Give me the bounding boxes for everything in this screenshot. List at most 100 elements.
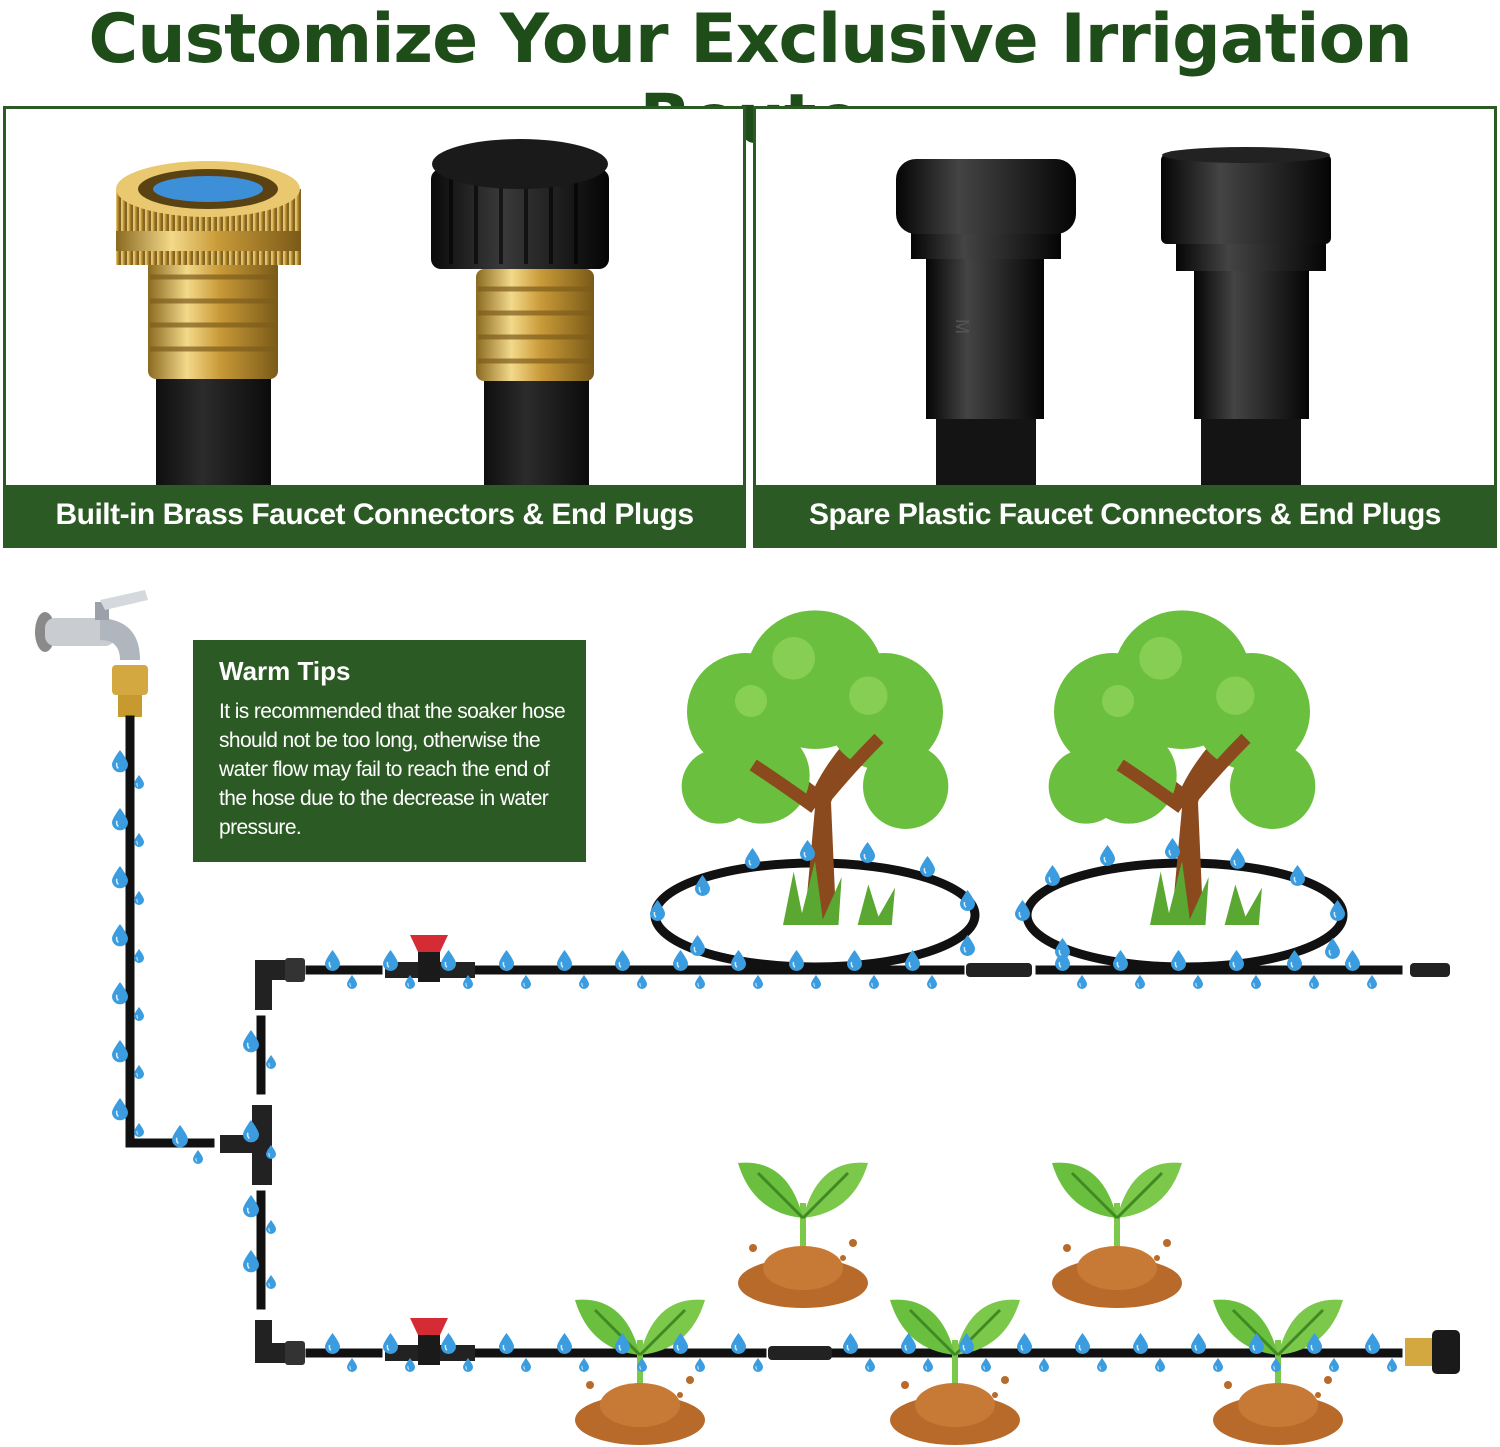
faucet-icon [35,590,148,717]
water-drop-icon [172,1125,188,1148]
water-drop-icon [579,975,589,989]
water-drop-icon [1229,950,1244,971]
water-drop-icon [1133,1333,1148,1354]
water-drop-icon [1100,845,1115,866]
brass-connectors-photo [116,139,609,489]
end-cap-icon [1405,1330,1460,1374]
water-drop-icon [1365,1333,1380,1354]
water-drop-icon [266,1275,276,1289]
water-drop-icon [325,950,340,971]
plastic-connectors-panel: M Spare Plastic Faucet Connectors & End … [753,106,1497,548]
water-drop-icon [869,975,879,989]
water-drop-icon [1097,1358,1107,1372]
water-drop-icon [1193,975,1203,989]
water-drop-icon [1290,865,1305,886]
water-drop-icon [1367,975,1377,989]
water-drop-icon [745,848,760,869]
water-drop-icon [499,1333,514,1354]
water-drop-icon [690,935,705,956]
water-drop-icon [1230,848,1245,869]
water-drop-icon [637,975,647,989]
water-drop-icon [441,1333,456,1354]
water-drop-icon [847,950,862,971]
water-drop-icon [1191,1333,1206,1354]
water-drop-icon [1039,1358,1049,1372]
brass-connectors-panel: Built-in Brass Faucet Connectors & End P… [3,106,746,548]
warm-tips-text: It is recommended that the soaker hose s… [219,700,566,839]
water-drop-icon [923,1358,933,1372]
tee-connector-icon [220,1105,272,1185]
valve-icon [385,935,475,982]
water-drop-icon [695,1358,705,1372]
page-title: Customize Your Exclusive Irrigation Rout… [88,0,1412,159]
water-drop-icon [383,1333,398,1354]
elbow-connector-icon [255,958,305,1365]
water-drop-icon [1045,865,1060,886]
water-drop-icon [266,1220,276,1234]
water-drop-icon [731,950,746,971]
water-drop-icon [557,1333,572,1354]
water-drop-icon [1251,975,1261,989]
water-drop-icon [193,1150,203,1164]
panel-caption-plastic: Spare Plastic Faucet Connectors & End Pl… [756,485,1494,545]
water-drop-icon [557,950,572,971]
water-drop-icon [134,1007,144,1021]
valve-icon [385,1318,475,1365]
warm-tips-title: Warm Tips [219,656,351,686]
water-drop-icon [753,1358,763,1372]
water-drop-icon [1155,1358,1165,1372]
water-drop-icon [1135,975,1145,989]
water-drop-icon [1075,1333,1090,1354]
warm-tips-box: Warm Tips It is recommended that the soa… [193,640,586,862]
water-drop-icon [789,950,804,971]
plastic-faucet-connector-icon [1161,147,1331,489]
water-drop-icon [1329,1358,1339,1372]
water-drop-icon [1165,838,1180,859]
water-drop-icon [695,975,705,989]
water-drop-icon [753,975,763,989]
water-drop-icon [134,891,144,905]
water-drop-icon [1345,950,1360,971]
tree-icon [682,610,949,925]
plastic-connectors-photo: M [896,147,1331,489]
sprout-icon [573,1298,707,1445]
water-drop-icon [499,950,514,971]
mold-mark: M [952,319,972,334]
sprout-icon [736,1161,870,1308]
water-drop-icon [1077,975,1087,989]
water-drop-icon [134,949,144,963]
water-drop-icon [347,1358,357,1372]
water-drop-icon [579,1358,589,1372]
irrigation-route-diagram [35,590,1460,1445]
water-drop-icon [731,1333,746,1354]
water-drop-icon [347,975,357,989]
coupling-connector-icon [768,963,1450,1360]
water-drop-icon [1017,1333,1032,1354]
sprout-icon [1050,1161,1184,1308]
water-drop-icon [673,950,688,971]
plastic-end-plug-icon: M [896,159,1076,489]
water-drop-icon [860,842,875,863]
brass-faucet-connector-icon [116,161,301,489]
water-drop-icon [266,1055,276,1069]
water-drop-icon [811,975,821,989]
water-drop-icon [843,1333,858,1354]
water-drop-icon [1171,950,1186,971]
water-drop-icon [865,1358,875,1372]
water-drop-icon [615,950,630,971]
water-drop-icon [981,1358,991,1372]
water-drop-icon [1309,975,1319,989]
water-drop-icon [325,1333,340,1354]
water-drop-icon [920,856,935,877]
panel-caption-brass: Built-in Brass Faucet Connectors & End P… [6,485,743,545]
sprout-icon [1211,1298,1345,1445]
water-drop-icon [1113,950,1128,971]
water-drop-icon [1387,1358,1397,1372]
sprout-icon [888,1298,1022,1445]
water-drop-icon [134,1123,144,1137]
water-drop-icon [1213,1358,1223,1372]
water-drop-icon [521,975,531,989]
brass-end-plug-icon [431,139,609,489]
water-drop-icon [383,950,398,971]
water-drop-icon [441,950,456,971]
